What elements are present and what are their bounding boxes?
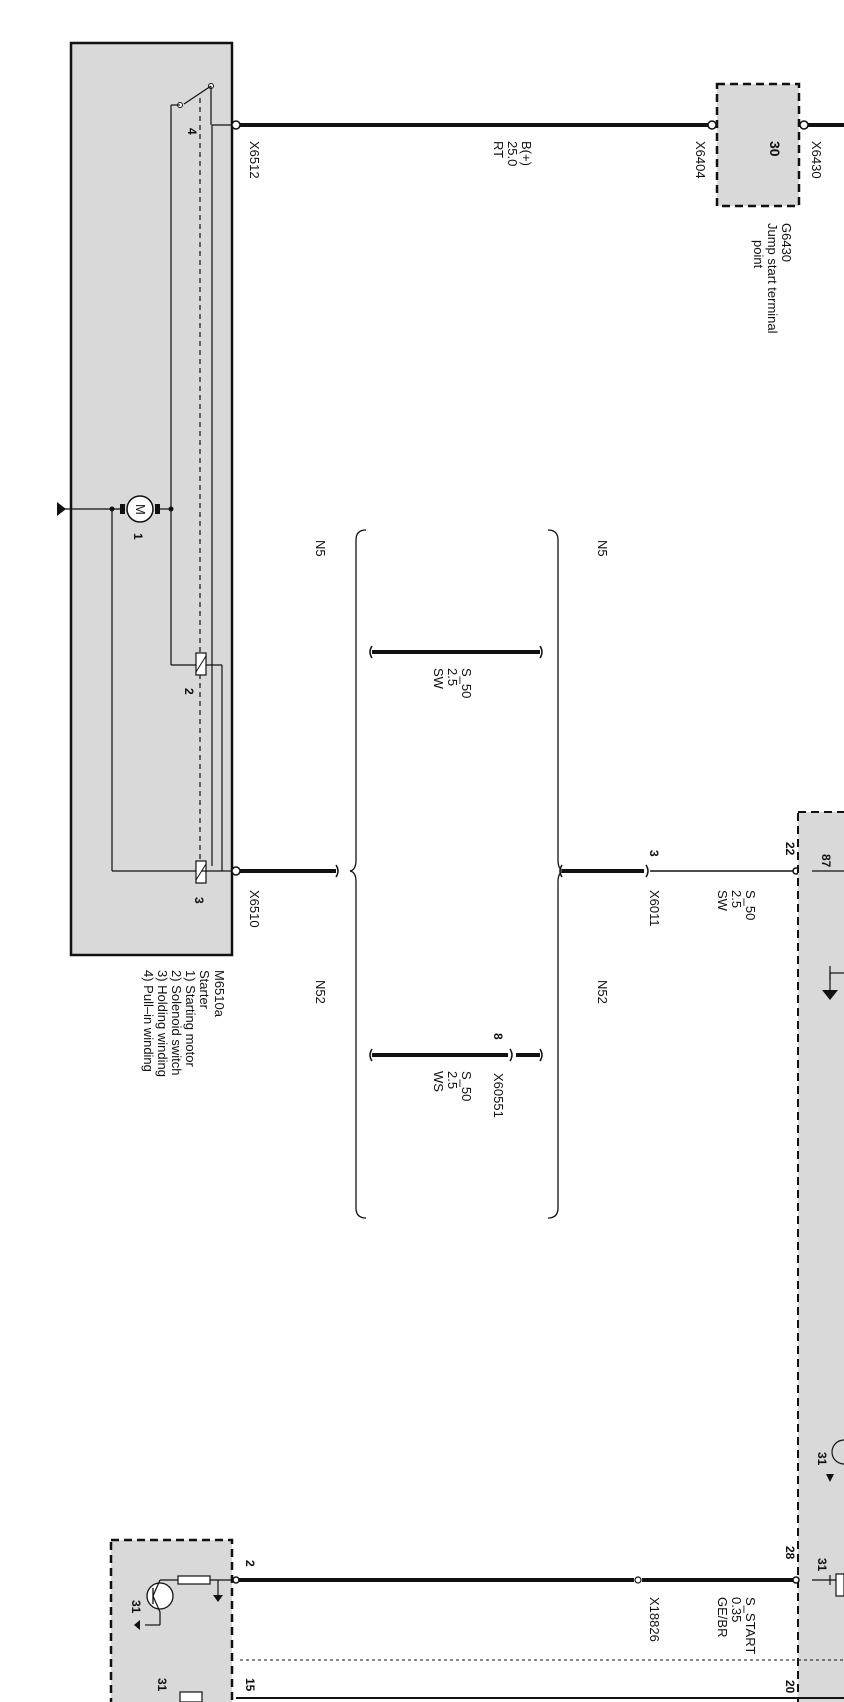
pin-x60551: 8 (491, 1033, 505, 1040)
s50-wire: X6510 3 X6011 S_50 2.5 SW (231, 850, 800, 928)
connector-x60551: X60551 (491, 1073, 506, 1118)
jump-start-id: G6430 (779, 223, 794, 262)
wire-signal: S_50 (743, 890, 758, 920)
relay-module: 22 87 31 28 31 20 (783, 811, 844, 1702)
wire-size: 0.35 (729, 1597, 744, 1622)
wire-color: SW (431, 668, 446, 690)
variant-n52-right: N52 (595, 980, 610, 1004)
connector-x6011: X6011 (647, 890, 662, 927)
connector-x18826: X18826 (647, 1597, 662, 1642)
starter-id: M6510a (212, 970, 227, 1018)
wire-size: 2.5 (445, 1071, 460, 1089)
pin-x6011: 3 (647, 850, 661, 857)
starter-pin-1: 1 (131, 533, 145, 540)
relay-pin-20: 20 (783, 1680, 797, 1694)
wire-signal: S_START (743, 1597, 758, 1654)
relay-box (797, 811, 844, 1702)
relay-pin-31: 31 (815, 1558, 829, 1572)
control-module: 2 15 31 31 (109, 1538, 257, 1702)
transistor-icon (146, 1582, 174, 1610)
b-plus-wire: X6512 B(+) 25.0 RT (231, 120, 844, 179)
starter-title: Starter (197, 970, 212, 1010)
wire-color: RT (491, 141, 506, 158)
variant-n52-left: N52 (313, 980, 328, 1004)
module-pin-31-lower: 31 (155, 1678, 169, 1692)
starter-item: 4) Pull–in winding (141, 970, 156, 1072)
motor-symbol: M (133, 504, 148, 515)
jump-start-label: Jump start terminal (765, 223, 780, 334)
connector-x6430: X6430 (809, 141, 824, 179)
module-pin-15: 15 (243, 1678, 257, 1692)
starter-item: 2) Solenoid switch (169, 970, 184, 1076)
wire-signal: S_50 (459, 668, 474, 698)
wire-size: 25.0 (505, 141, 520, 166)
s-start-wire: X18826 S_START 0.35 GE/BR (232, 1576, 844, 1699)
relay-pin-31-gnd: 31 (815, 1452, 829, 1466)
wire-size: 2.5 (729, 890, 744, 908)
control-module-box (109, 1538, 234, 1702)
starter-pin-2: 2 (182, 688, 196, 695)
relay-pin-22: 22 (783, 842, 797, 856)
resistor-icon (177, 1575, 211, 1585)
starter-item: 3) Holding winding (155, 970, 170, 1077)
starter-component: 4 M 1 2 3 M6510a Starter 1) Starting mot… (57, 41, 234, 1077)
jump-start-box (715, 82, 801, 208)
jump-start-label: point (751, 240, 766, 269)
starter-box (69, 41, 234, 957)
variant-n5-right: N5 (595, 540, 610, 557)
wire-color: GE/BR (715, 1597, 730, 1637)
wire-signal: B(+) (519, 141, 534, 166)
motor-icon (126, 495, 154, 523)
wire-color: SW (715, 890, 730, 912)
jump-start-terminal: 30 X6404 X6430 G6430 Jump start terminal… (693, 82, 824, 334)
starter-item: 1) Starting motor (183, 970, 198, 1067)
wire-size: 2.5 (445, 668, 460, 686)
relay-pin-87: 87 (819, 854, 833, 868)
module-pin-2: 2 (243, 1560, 257, 1567)
relay-pin-28: 28 (783, 1546, 797, 1560)
module-pin-31: 31 (129, 1600, 143, 1614)
connector-x6512: X6512 (247, 141, 262, 179)
starter-pin-4: 4 (185, 128, 199, 135)
variant-n5-left: N5 (313, 540, 328, 557)
jump-start-pin: 30 (767, 141, 783, 157)
variant-braces: N5 N5 N52 N52 S_50 2.5 SW 8 X60551 S_50 … (313, 529, 610, 1219)
connector-x6510: X6510 (247, 890, 262, 928)
connector-x6404: X6404 (693, 141, 708, 179)
wire-color: WS (431, 1071, 446, 1092)
wire-signal: S_50 (459, 1071, 474, 1101)
starter-pin-3: 3 (192, 897, 206, 904)
